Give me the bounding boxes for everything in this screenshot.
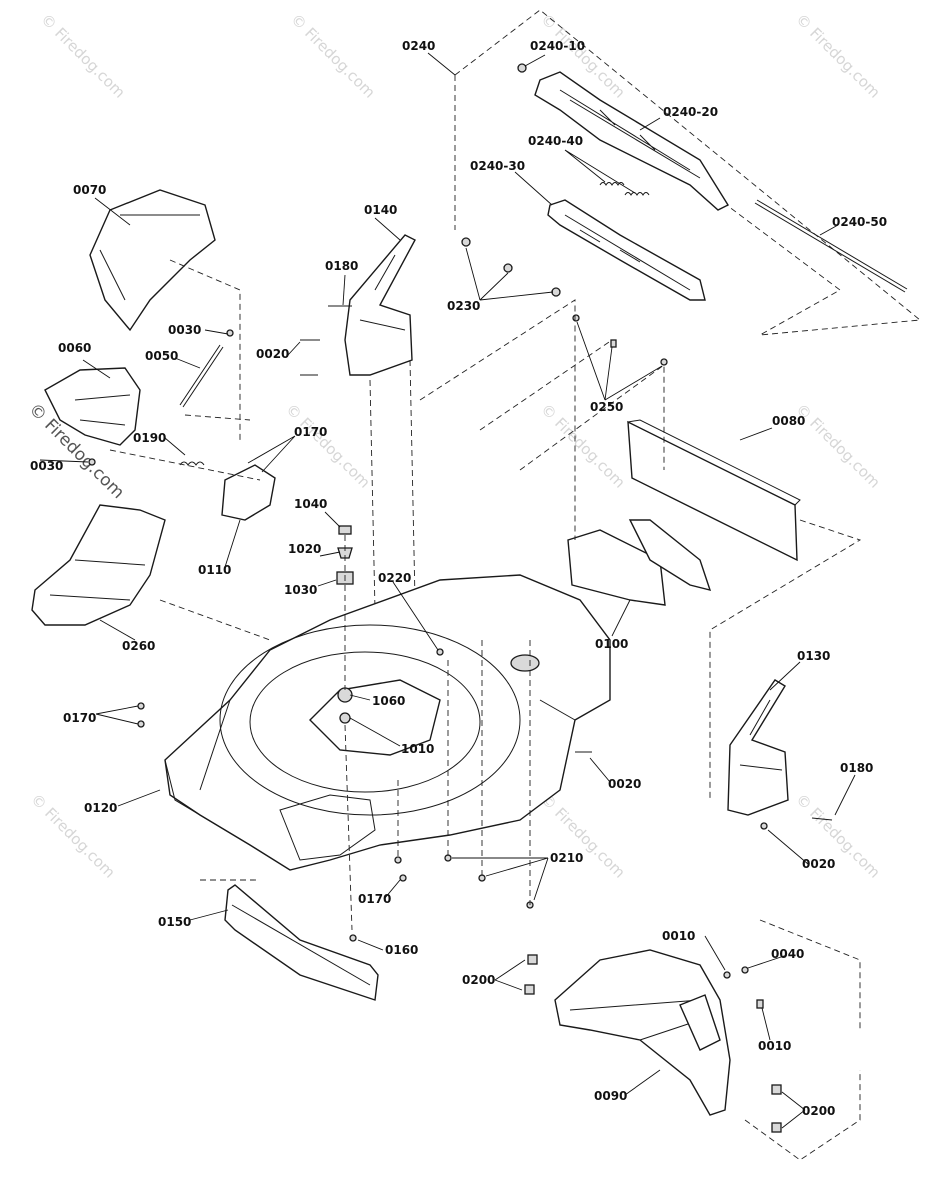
label-0030-top: 0030 (168, 323, 201, 337)
deflector-0100 (419, 299, 712, 606)
label-0050: 0050 (145, 349, 178, 363)
label-0240-30: 0240-30 (470, 159, 525, 173)
label-0170-left: 0170 (63, 711, 96, 725)
watermark-text: © Firedog.com (792, 400, 884, 492)
label-0010-top: 0010 (662, 929, 695, 943)
label-1060: 1060 (372, 694, 405, 708)
label-0130: 0130 (797, 649, 830, 663)
label-0140: 0140 (364, 203, 397, 217)
label-0190: 0190 (133, 431, 166, 445)
label-1030: 1030 (284, 583, 317, 597)
blade-hardware (336, 525, 354, 931)
discharge-parts (44, 329, 276, 521)
label-0160: 0160 (385, 943, 418, 957)
label-0070: 0070 (73, 183, 106, 197)
label-0110: 0110 (198, 563, 231, 577)
side-cover-0260 (31, 504, 271, 641)
part-labels: 0240 0240-10 0240-20 0240-40 0240-30 024… (30, 39, 887, 1118)
label-0260: 0260 (122, 639, 155, 653)
label-0170-top: 0170 (294, 425, 327, 439)
label-0010-bottom: 0010 (758, 1039, 791, 1053)
label-1010: 1010 (401, 742, 434, 756)
label-0180-top: 0180 (325, 259, 358, 273)
label-0250: 0250 (590, 400, 623, 414)
leader-lines (39, 52, 856, 1129)
label-1020: 1020 (288, 542, 321, 556)
watermark-text: © Firedog.com (287, 10, 379, 102)
rear-deflector-0150 (200, 879, 379, 1001)
mower-deck-0120 (137, 574, 611, 871)
hardware-screws (394, 640, 534, 909)
label-0020-mid: 0020 (608, 777, 641, 791)
label-0200-right: 0200 (802, 1104, 835, 1118)
label-0020-right: 0020 (802, 857, 835, 871)
label-0230: 0230 (447, 299, 480, 313)
label-0240-10: 0240-10 (530, 39, 585, 53)
label-0220: 0220 (378, 571, 411, 585)
label-0020-top: 0020 (256, 347, 289, 361)
rear-flap-0070 (89, 189, 241, 440)
label-1040: 1040 (294, 497, 327, 511)
bag-frame-0090 (524, 919, 861, 1161)
label-0040: 0040 (771, 947, 804, 961)
label-0240-20: 0240-20 (663, 105, 718, 119)
label-0240-50: 0240-50 (832, 215, 887, 229)
label-0120: 0120 (84, 801, 117, 815)
label-0240-40: 0240-40 (528, 134, 583, 148)
label-0170-bottom: 0170 (358, 892, 391, 906)
handle-bracket-0140 (300, 234, 416, 611)
watermark-text: © Firedog.com (282, 400, 374, 492)
label-0150: 0150 (158, 915, 191, 929)
watermark-text: © Firedog.com (537, 790, 629, 882)
watermark-text: © Firedog.com (37, 10, 129, 102)
label-0080: 0080 (772, 414, 805, 428)
watermark-text: © Firedog.com (792, 10, 884, 102)
label-0200-left: 0200 (462, 973, 495, 987)
label-0060: 0060 (58, 341, 91, 355)
label-0180-right: 0180 (840, 761, 873, 775)
label-0240: 0240 (402, 39, 435, 53)
label-0090: 0090 (594, 1089, 627, 1103)
baffle-0080 (627, 419, 862, 800)
label-0100: 0100 (595, 637, 628, 651)
handle-assembly-0240 (454, 9, 922, 366)
label-0210: 0210 (550, 851, 583, 865)
label-0030-left: 0030 (30, 459, 63, 473)
